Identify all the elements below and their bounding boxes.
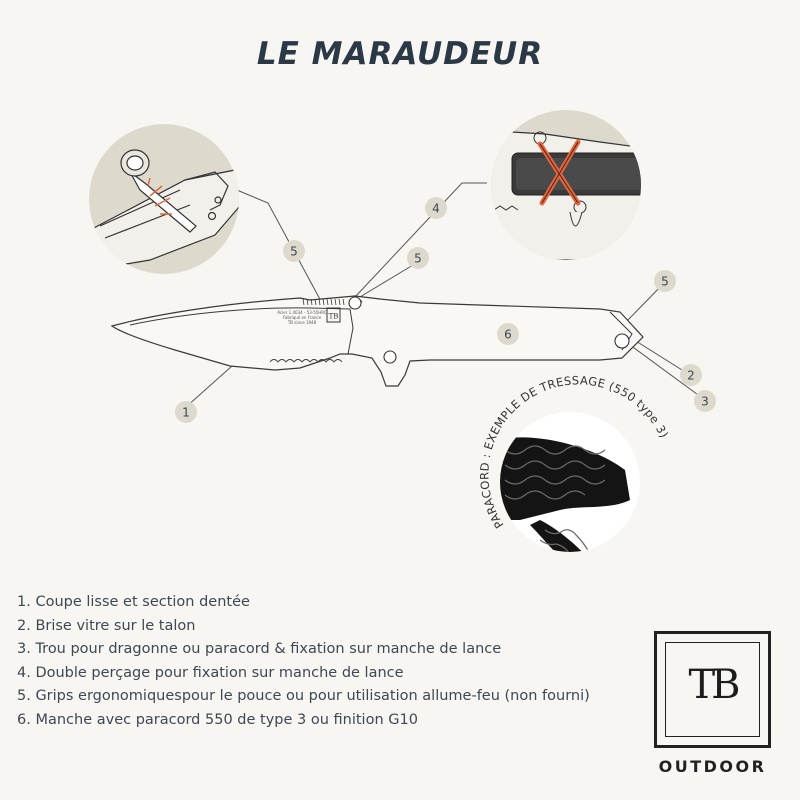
legend-item: 3. Trou pour dragonne ou paracord & fixa… — [17, 641, 502, 658]
pommel-hole — [614, 333, 630, 349]
callout-1-edge: 1 — [175, 401, 197, 423]
brand-wordmark: OUTDOOR — [658, 757, 767, 776]
legend-item: 1. Coupe lisse et section dentée — [17, 594, 250, 610]
callout-4-drilling: 4 — [425, 197, 447, 219]
paracord-detail: PARACORD : EXEMPLE DE TRESSAGE (550 type… — [477, 373, 671, 552]
svg-text:1: 1 — [182, 406, 190, 420]
blade-logo: TB — [329, 313, 339, 321]
svg-text:3: 3 — [701, 395, 709, 409]
callout-3-lanyard-hole: 3 — [694, 390, 716, 412]
blade-engraving: Acier 1.4034 - 53-55HRC Fabriqué en Fran… — [277, 310, 327, 325]
svg-text:4: 4 — [432, 202, 440, 216]
detail-circle-double-drilling — [491, 110, 641, 260]
engraving-line-2: Fabriqué en France — [283, 315, 322, 320]
svg-text:5: 5 — [661, 275, 669, 289]
callouts: 5 4 5 5 6 2 3 1 — [175, 197, 716, 423]
svg-text:5: 5 — [290, 245, 298, 259]
svg-text:2: 2 — [687, 369, 695, 383]
svg-text:6: 6 — [504, 328, 512, 342]
brand-logo-frame — [665, 642, 760, 737]
legend-item: 4. Double perçage pour fixation sur manc… — [17, 664, 404, 681]
knife-outline — [110, 295, 644, 387]
svg-text:5: 5 — [414, 252, 422, 266]
feature-legend: 1. Coupe lisse et section dentée 2. Bris… — [17, 591, 590, 733]
thumb-grip-teeth — [302, 298, 345, 306]
callout-5-pommel: 5 — [654, 270, 676, 292]
brand-logo: TB — [654, 631, 771, 748]
legend-item: 6. Manche avec paracord 550 de type 3 ou… — [17, 711, 418, 728]
brand-logo-mark: TB — [688, 662, 740, 708]
lanyard-hole-front — [348, 296, 362, 310]
detail-circle-glass-breaker — [89, 124, 239, 274]
callout-6-handle: 6 — [497, 323, 519, 345]
engraving-line-1: Acier 1.4034 - 53-55HRC — [277, 310, 327, 315]
serration — [269, 359, 343, 363]
callout-2-glass-breaker: 2 — [680, 364, 702, 386]
callout-5-spine: 5 — [407, 247, 429, 269]
engraving-line-3: TB since 1948 — [287, 320, 317, 325]
blade-logo-box — [326, 307, 341, 323]
legend-item: 5. Grips ergonomiquespour le pouce ou po… — [17, 688, 590, 705]
strike-marks — [147, 177, 172, 215]
legend-item: 2. Brise vitre sur le talon — [17, 617, 196, 634]
page-title: LE MARAUDEUR — [256, 36, 544, 72]
lanyard-hole-rear — [383, 350, 397, 364]
callout-5-grip: 5 — [283, 240, 305, 262]
